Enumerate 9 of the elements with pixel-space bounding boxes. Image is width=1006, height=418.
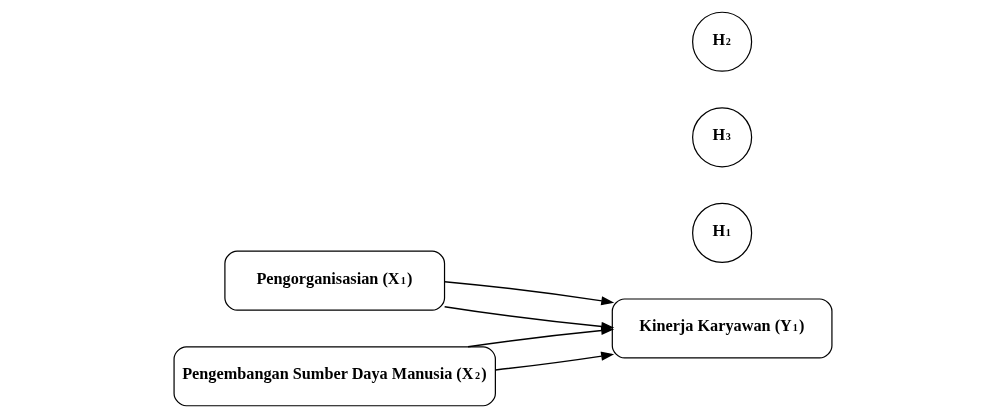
node-box: Kinerja Karyawan (Y1) [611,298,833,359]
node-box: Pengembangan Sumber Daya Manusia (X2) [173,346,496,407]
node-circle: H1 [692,202,753,263]
node-circle: H3 [692,107,753,168]
node-circle: H2 [692,11,753,72]
arrow [443,281,615,306]
arrow [467,326,615,348]
arrow [494,351,615,371]
node-box: Pengorganisasian (X1) [224,250,446,311]
